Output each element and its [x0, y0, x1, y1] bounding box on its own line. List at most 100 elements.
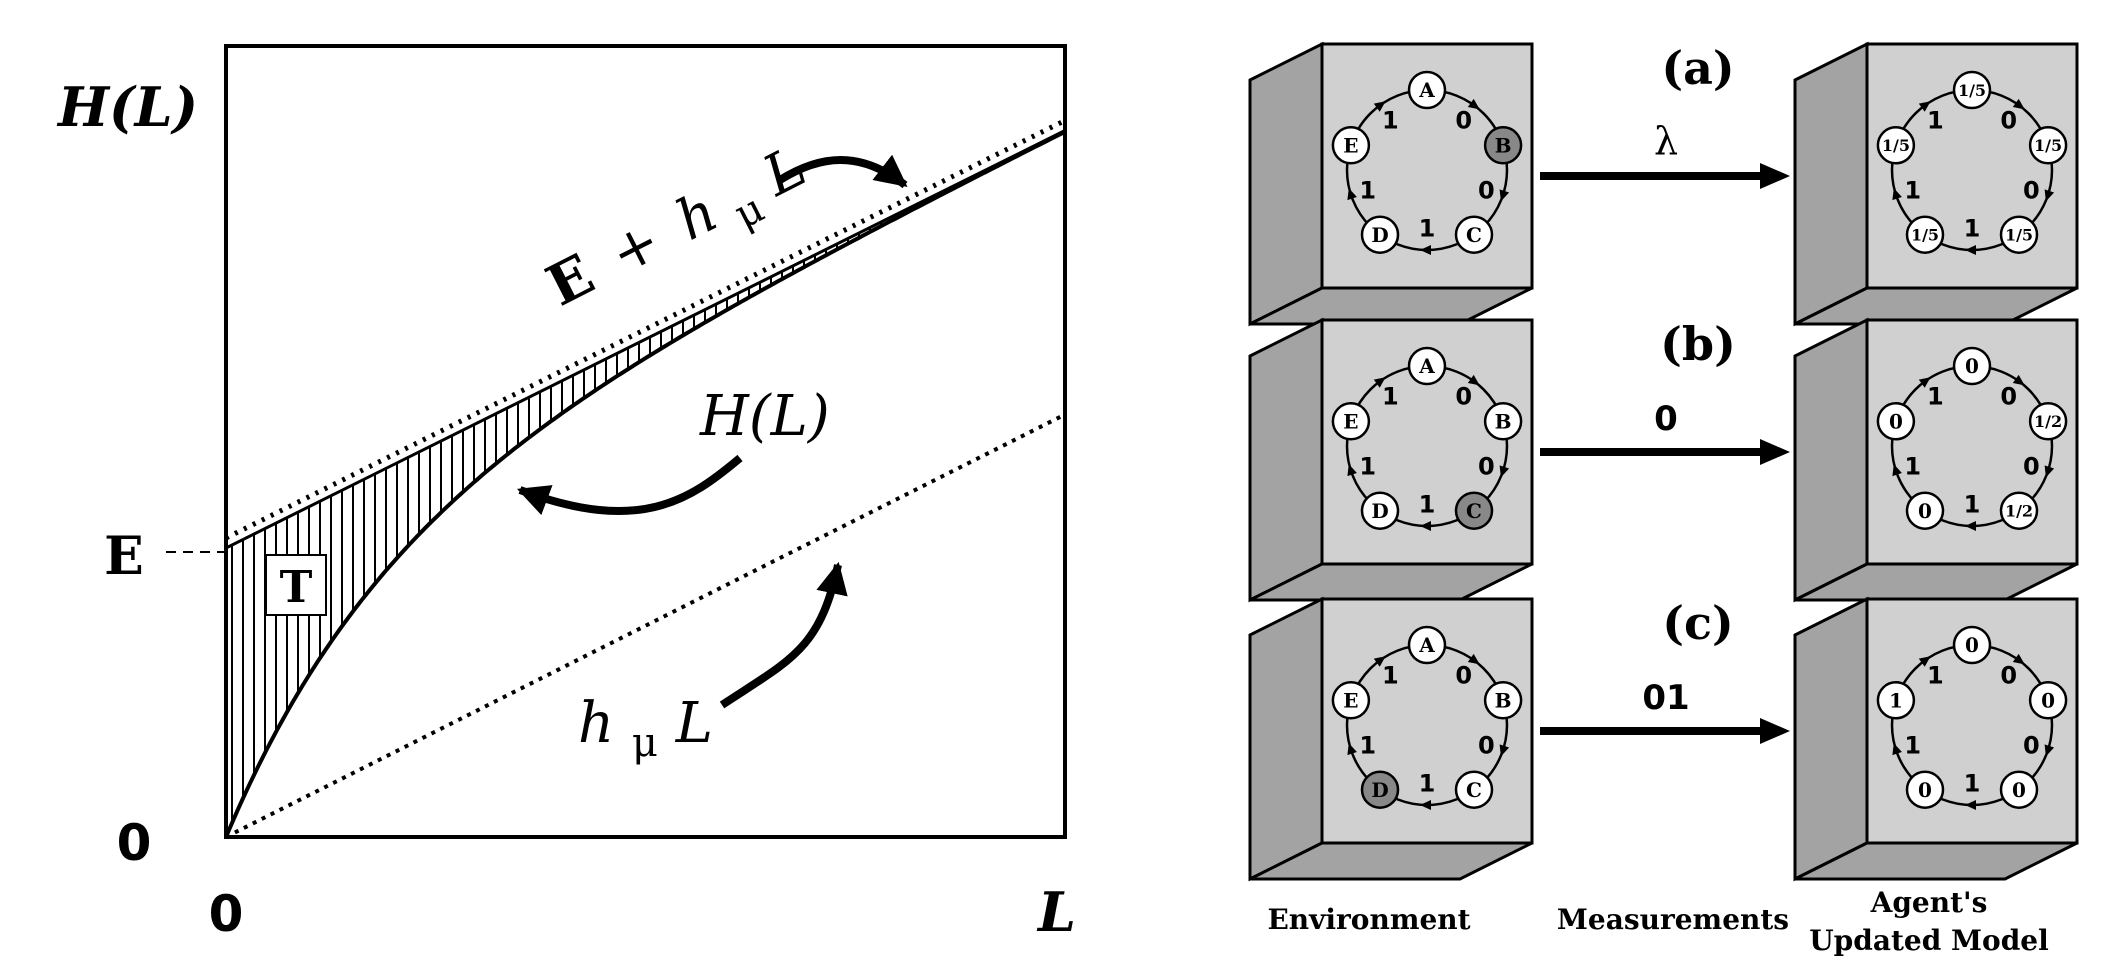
- model-cycle-arrowhead: [1892, 743, 1902, 756]
- environment-cycle-arrowhead: [1373, 101, 1386, 112]
- linear-growth-line: [225, 412, 1067, 839]
- asymptote-line: [225, 128, 1067, 550]
- model-node: [2028, 681, 2068, 720]
- environment-edge-label: 1: [1359, 452, 1376, 480]
- model-node: [1876, 402, 1916, 441]
- model-node-label: 0: [1965, 354, 1979, 378]
- model-node-label: 1/5: [1958, 81, 1986, 100]
- environment-edge-label: 0: [1478, 176, 1495, 204]
- model-node-label: 0: [1918, 499, 1932, 523]
- environment-node-label: D: [1371, 499, 1388, 523]
- plot-frame: [224, 44, 1067, 839]
- environment-node: [1407, 625, 1447, 665]
- model-node-label: 1/5: [2034, 136, 2062, 155]
- environment-cycle-arrowhead: [1467, 653, 1480, 665]
- environment-cycle-arrowhead: [1420, 800, 1431, 810]
- environment-node: [1483, 681, 1523, 720]
- footer-measurements: Measurements: [1557, 903, 1789, 936]
- environment-edge-label: 1: [1359, 176, 1376, 204]
- model-cycle-arrowhead: [1965, 521, 1976, 531]
- linear-label-h: h: [578, 691, 614, 756]
- environment-edge-label: 1: [1419, 770, 1436, 798]
- model-cycle-arrowhead: [2044, 189, 2055, 202]
- environment-node-label: D: [1371, 223, 1388, 247]
- model-edge-label: 1: [1964, 215, 1981, 243]
- environment-edge-label: 0: [1478, 452, 1495, 480]
- environment-node-label: C: [1466, 778, 1482, 802]
- panel-label: (a): [1661, 41, 1734, 95]
- linear-label-mu: μ: [632, 720, 658, 766]
- model-node: [1952, 70, 1992, 110]
- model-cycle-arrowhead: [1965, 800, 1976, 810]
- environment-node-label: D: [1371, 778, 1388, 802]
- model-cycle-arrowhead: [1918, 377, 1931, 388]
- model-node: [1905, 770, 1945, 809]
- environment-node: [1360, 215, 1400, 254]
- panel-label: (b): [1660, 317, 1736, 371]
- asymptote-line-dash: [224, 117, 1068, 541]
- environment-cycle-arrowhead: [1347, 743, 1357, 756]
- model-node: [1905, 215, 1945, 254]
- model-edge-label: 1: [1927, 383, 1944, 411]
- environment-box-side: [1248, 41, 1324, 327]
- origin-y-label: 0: [117, 814, 152, 872]
- asymptote-label-h: h: [666, 179, 728, 253]
- model-node-label: 1: [1889, 689, 1903, 713]
- environment-edge-label: 1: [1382, 662, 1399, 690]
- environment-node: [1483, 126, 1523, 165]
- environment-edge-label: 1: [1382, 107, 1399, 135]
- environment-cycle-arrowhead: [1373, 656, 1386, 667]
- measurement-label: 0: [1654, 399, 1678, 439]
- environment-node-label: A: [1418, 354, 1435, 378]
- model-edge-label: 1: [1904, 452, 1921, 480]
- model-node: [2028, 126, 2068, 165]
- environment-cycle-arrowhead: [1420, 245, 1431, 255]
- model-edge-label: 1: [1964, 491, 1981, 519]
- environment-node-label: C: [1466, 223, 1482, 247]
- environment-edge-label: 0: [1455, 107, 1472, 135]
- environment-node-label: B: [1495, 410, 1512, 434]
- model-cycle-arrowhead: [2012, 374, 2025, 386]
- model-edge-label: 0: [2000, 662, 2017, 690]
- environment-edge-label: 0: [1455, 383, 1472, 411]
- environment-node: [1454, 215, 1494, 254]
- environment-node-label: C: [1466, 499, 1482, 523]
- linear-label-l: L: [675, 691, 713, 756]
- environment-cycle-arrowhead: [1499, 744, 1510, 757]
- model-cycle-arrowhead: [1965, 245, 1976, 255]
- model-cycle-arrowhead: [2044, 465, 2055, 478]
- e-tick-label: E: [104, 526, 144, 587]
- environment-node-label: A: [1418, 78, 1435, 102]
- model-edge-label: 0: [2000, 107, 2017, 135]
- model-cycle-arrowhead: [1918, 101, 1931, 112]
- model-node: [2028, 402, 2068, 441]
- model-edge-label: 1: [1964, 770, 1981, 798]
- model-box-side: [1793, 596, 1869, 882]
- transient-label-box: [265, 554, 327, 616]
- environment-cycle-arrowhead: [1373, 377, 1386, 388]
- environment-cycle-arrowhead: [1347, 464, 1357, 477]
- model-node-label: 1/2: [2005, 502, 2033, 521]
- model-edge-label: 1: [1927, 662, 1944, 690]
- model-edge-label: 0: [2000, 383, 2017, 411]
- model-node: [1999, 491, 2039, 530]
- measurement-arrowhead: [1760, 718, 1790, 744]
- footer-environment: Environment: [1267, 903, 1470, 936]
- environment-edge-label: 1: [1382, 383, 1399, 411]
- linear-label: h μ L: [578, 691, 713, 770]
- model-node-label: 0: [1918, 778, 1932, 802]
- environment-box-side: [1248, 596, 1324, 882]
- model-node-label: 1/5: [2005, 226, 2033, 245]
- measurement-label: λ: [1654, 119, 1678, 163]
- model-node: [1999, 770, 2039, 809]
- environment-cycle-arrowhead: [1499, 189, 1510, 202]
- entropy-curve: [224, 129, 1067, 838]
- environment-edge-label: 0: [1478, 731, 1495, 759]
- model-node-label: 0: [2012, 778, 2026, 802]
- environment-cycle-arrowhead: [1420, 521, 1431, 531]
- panel-label: (c): [1662, 596, 1734, 650]
- environment-edge-label: 1: [1419, 491, 1436, 519]
